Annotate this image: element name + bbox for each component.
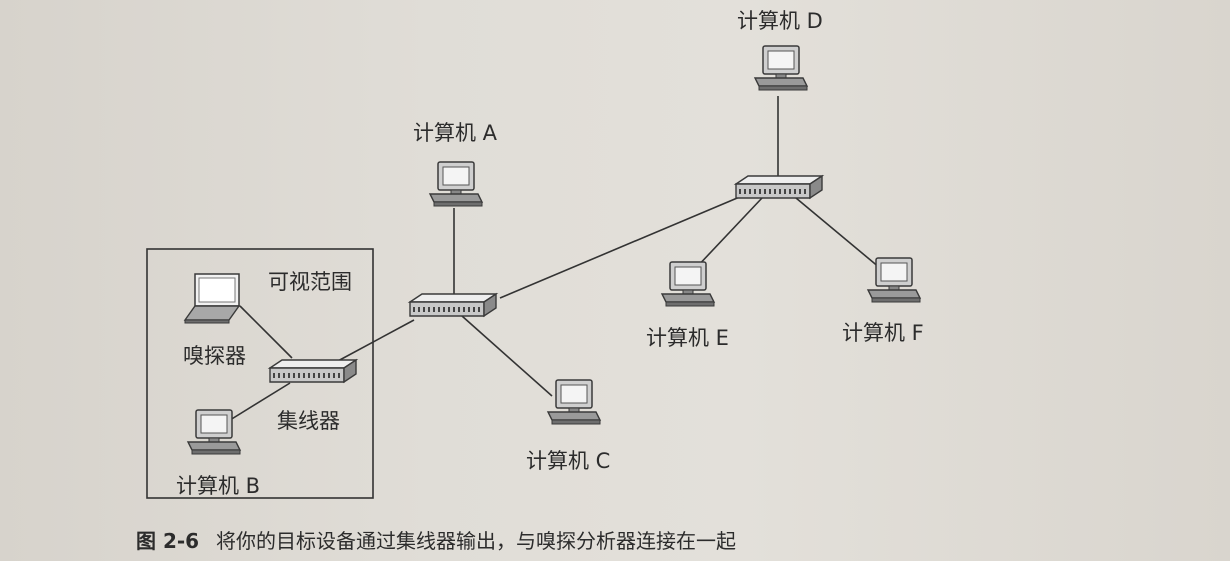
link-computer-b-hub [221, 382, 291, 426]
computer-c-label: 计算机 C [526, 449, 610, 473]
visible-range-frame [146, 248, 374, 499]
figure-number: 图 2-6 [136, 529, 199, 553]
computer-e-label: 计算机 E [646, 326, 729, 350]
hub-label: 集线器 [277, 409, 340, 433]
figure-caption: 将你的目标设备通过集线器输出，与嗅探分析器连接在一起 [216, 529, 736, 553]
computer-d-label: 计算机 D [737, 9, 823, 33]
link-top-hub-computer-f [795, 197, 881, 269]
top-hub-icon [735, 175, 823, 199]
computer-f-icon [867, 257, 921, 303]
center-hub-icon [409, 293, 497, 317]
visible-range-label: 可视范围 [268, 270, 352, 294]
link-local-hub-center-hub [335, 319, 415, 363]
computer-e-icon [661, 261, 715, 307]
computer-a-label: 计算机 A [413, 121, 498, 145]
link-center-hub-computer-c [461, 315, 553, 397]
network-links [221, 96, 881, 426]
computer-f-label: 计算机 F [842, 321, 924, 345]
link-top-hub-computer-e [693, 197, 763, 271]
computer-c-icon [547, 379, 601, 425]
computer-a-icon [429, 161, 483, 207]
link-center-hub-top-hub [499, 195, 743, 299]
link-sniffer-hub [239, 305, 293, 359]
computer-b-label: 计算机 B [176, 474, 260, 498]
computer-d-icon [754, 45, 808, 91]
laptop-icon [184, 273, 240, 324]
computer-b-icon [187, 409, 241, 455]
sniffer-label: 嗅探器 [183, 344, 246, 368]
hub-icon [269, 359, 357, 383]
